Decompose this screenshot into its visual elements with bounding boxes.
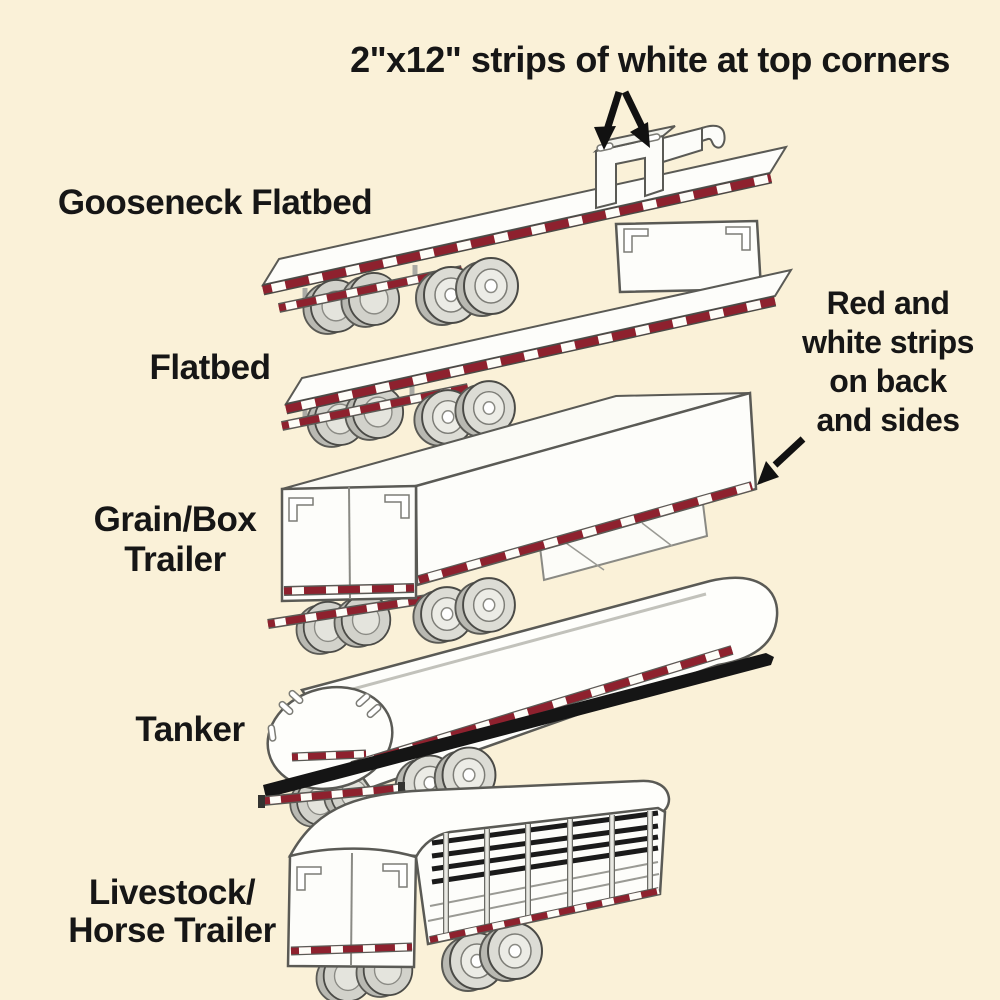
side-posts: [443, 811, 653, 938]
side-rails: [427, 861, 660, 922]
top-note-arrow-right: [621, 90, 650, 148]
deck-side-stripe: [284, 295, 777, 415]
label-livestock-horse-trailer: Livestock/ Horse Trailer: [68, 873, 276, 950]
vent-slats: [431, 810, 659, 885]
lower-rub-rail-stripe: [267, 592, 441, 629]
gooseneck-hitch: [592, 124, 726, 210]
back-bottom-stripe: [283, 583, 415, 596]
side-bottom-stripe: [429, 887, 660, 944]
side-bottom-stripe: [417, 481, 754, 585]
deck-side-stripe: [261, 172, 773, 296]
door-seam: [348, 486, 351, 600]
label-gooseneck-flatbed: Gooseneck Flatbed: [57, 183, 373, 222]
lower-rub-rail-stripe: [258, 782, 405, 808]
back-face: [286, 847, 418, 969]
flatbed-illustration: [280, 219, 794, 448]
frame-rail: [263, 653, 774, 798]
side-note-line: on back: [829, 363, 947, 399]
rear-face-stripe: [291, 749, 367, 762]
tanker-illustration: [258, 576, 779, 828]
label-grain-box-trailer: Grain/Box Trailer: [93, 500, 257, 579]
side-note-arrow: [757, 436, 806, 485]
grain-box-trailer-illustration: [267, 391, 758, 655]
side-note: Red and white strips on back and sides: [770, 284, 1000, 440]
side-note-line: Red and: [826, 285, 950, 321]
annotation-arrows: [594, 90, 806, 485]
side-note-line: white strips: [802, 324, 974, 360]
wheel: [455, 257, 519, 317]
livestock-horse-trailer-illustration: [286, 779, 671, 1000]
back-bottom-stripe: [290, 942, 413, 956]
tank-top-highlight: [311, 592, 707, 702]
wheel: [454, 577, 516, 635]
label-tanker: Tanker: [135, 710, 245, 749]
box-back-face: [280, 484, 418, 603]
tank-body: [299, 576, 779, 790]
label-flatbed: Flatbed: [149, 348, 271, 387]
gooseneck-flatbed-illustration: [260, 124, 789, 335]
top-note: 2"x12" strips of white at top corners: [350, 39, 950, 80]
side-note-line: and sides: [816, 402, 960, 438]
top-note-arrow-left: [594, 90, 623, 150]
